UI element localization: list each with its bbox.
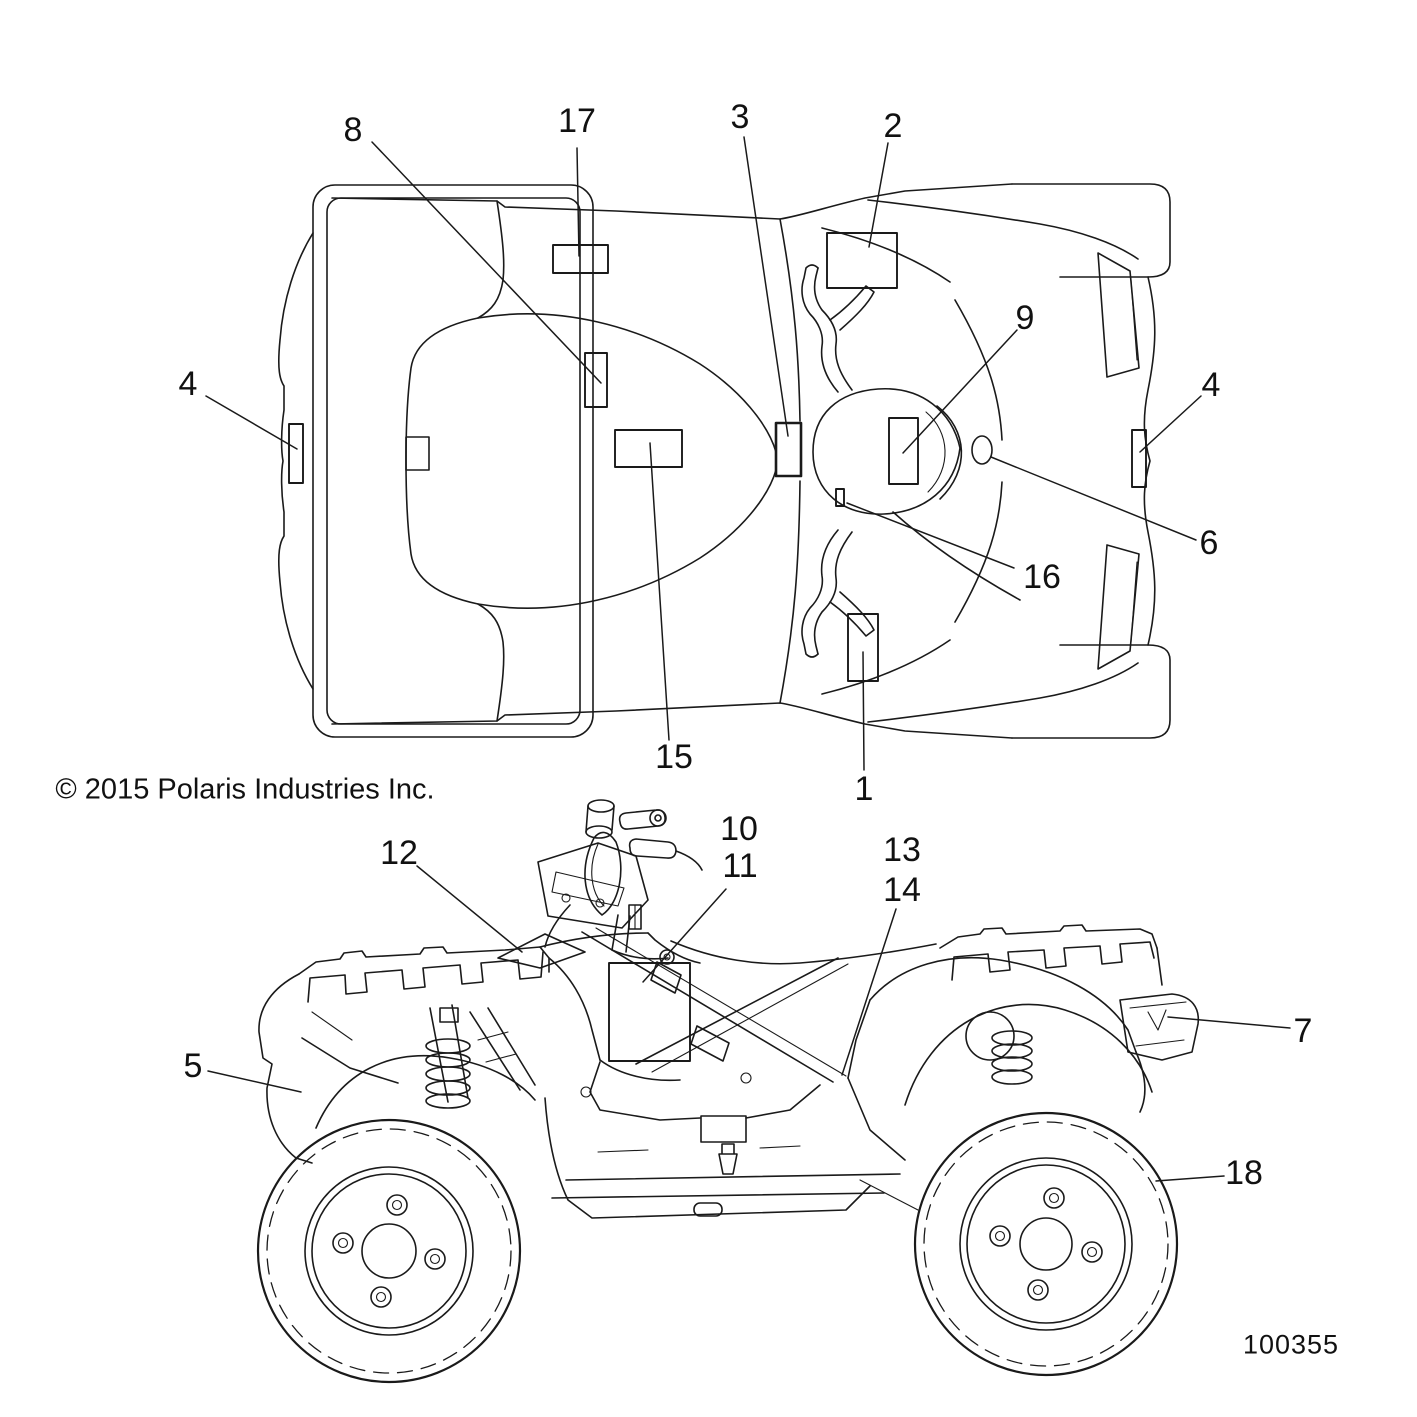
handlebar-pod bbox=[812, 388, 1021, 601]
windshield-plate bbox=[584, 831, 622, 916]
decal-3 bbox=[774, 421, 803, 478]
leader-13-14 bbox=[841, 908, 897, 1076]
leader-6 bbox=[990, 456, 1197, 541]
seat-latch-notch bbox=[405, 436, 430, 471]
dash-console bbox=[537, 842, 649, 929]
decal-17 bbox=[552, 244, 609, 274]
callout-13: 13 bbox=[883, 831, 921, 869]
callout-2: 2 bbox=[883, 107, 903, 145]
sheet-number: 100355 bbox=[1242, 1329, 1340, 1360]
decal-4-right bbox=[1131, 429, 1147, 488]
callout-7: 7 bbox=[1293, 1012, 1313, 1050]
decal-2 bbox=[826, 232, 898, 289]
rear-wheel bbox=[913, 1111, 1179, 1377]
callout-14: 14 bbox=[883, 871, 921, 909]
decal-6-target bbox=[971, 435, 993, 465]
decal-8 bbox=[584, 352, 608, 408]
callout-3: 3 bbox=[730, 98, 750, 136]
rear-fender bbox=[847, 957, 1200, 1211]
front-wheel bbox=[256, 1118, 522, 1384]
handlebar-assembly bbox=[537, 799, 703, 960]
leader-4-right bbox=[1139, 395, 1202, 453]
leader-2 bbox=[868, 142, 889, 248]
front-vent-slots bbox=[1097, 252, 1140, 670]
callout-18: 18 bbox=[1225, 1154, 1263, 1192]
leader-12 bbox=[416, 865, 523, 953]
top-view bbox=[205, 136, 1202, 771]
leader-lines-top bbox=[205, 136, 1202, 771]
callout-15: 15 bbox=[655, 738, 693, 776]
leader-15 bbox=[649, 442, 670, 741]
callout-1: 1 bbox=[854, 770, 874, 808]
leader-4-left bbox=[205, 395, 298, 450]
callout-5: 5 bbox=[183, 1047, 203, 1085]
leader-1 bbox=[862, 651, 865, 771]
decal-10-11-box bbox=[608, 962, 691, 1062]
front-bumper bbox=[1011, 183, 1171, 739]
callout-4-right: 4 bbox=[1201, 366, 1221, 404]
handlebar-levers bbox=[801, 264, 875, 658]
seat-top-view bbox=[405, 313, 777, 609]
decal-15 bbox=[614, 429, 683, 468]
hood-seams bbox=[821, 199, 1139, 723]
decal-9 bbox=[888, 417, 919, 485]
leader-7 bbox=[1167, 1016, 1291, 1029]
body-outline bbox=[277, 183, 1013, 739]
decal-4-left bbox=[288, 423, 304, 484]
front-fender bbox=[258, 973, 536, 1164]
callout-6: 6 bbox=[1199, 524, 1219, 562]
leader-3 bbox=[743, 136, 789, 437]
leader-lines-side bbox=[207, 865, 1291, 1182]
side-view bbox=[207, 799, 1291, 1384]
rear-rack-side bbox=[939, 924, 1163, 986]
mid-body bbox=[580, 927, 937, 1098]
muffler bbox=[965, 1011, 1015, 1061]
leader-16 bbox=[846, 502, 1015, 569]
copyright-notice: © 2015 Polaris Industries Inc. bbox=[55, 773, 435, 806]
callout-16: 16 bbox=[1023, 558, 1061, 596]
leader-17 bbox=[576, 147, 580, 257]
callout-4-left: 4 bbox=[178, 365, 198, 403]
rear-rack bbox=[312, 184, 594, 738]
leader-8 bbox=[371, 141, 602, 384]
callout-10: 10 bbox=[720, 810, 758, 848]
callout-11: 11 bbox=[722, 847, 758, 885]
seat-side bbox=[670, 940, 937, 965]
callout-12: 12 bbox=[380, 834, 418, 872]
callout-9: 9 bbox=[1015, 299, 1035, 337]
front-suspension bbox=[425, 1004, 536, 1109]
taillight bbox=[1119, 993, 1200, 1061]
footwell bbox=[544, 1061, 901, 1219]
decal-16 bbox=[835, 488, 845, 507]
leader-18 bbox=[1155, 1175, 1225, 1182]
leader-5 bbox=[207, 1070, 302, 1093]
front-rack-side bbox=[298, 932, 649, 1061]
callout-17: 17 bbox=[558, 102, 596, 140]
leader-9 bbox=[902, 329, 1018, 454]
callout-8: 8 bbox=[343, 111, 363, 149]
leader-10-11 bbox=[642, 888, 727, 983]
